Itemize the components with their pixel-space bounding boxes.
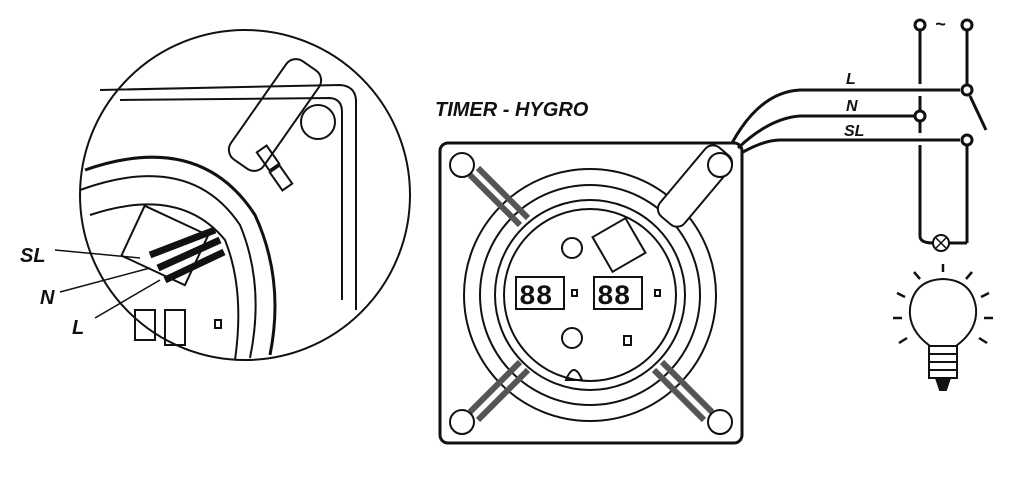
switch-blade xyxy=(968,95,988,131)
detail-label-n: N xyxy=(40,287,55,309)
ac-supply-symbol: ~ xyxy=(935,14,946,34)
wire-label-l: L xyxy=(846,71,856,88)
timer-display-digits: 88 xyxy=(519,282,553,313)
light-bulb-icon xyxy=(893,264,993,391)
fan-unit xyxy=(438,141,744,445)
terminal-block xyxy=(591,216,647,274)
wire-sl xyxy=(742,138,960,154)
wire-label-sl: SL xyxy=(844,123,864,140)
detail-magnifier xyxy=(54,29,411,361)
screw-hole xyxy=(300,104,336,140)
supply-terminal xyxy=(960,18,974,32)
detail-label-sl: SL xyxy=(20,245,46,267)
timer-display xyxy=(515,276,565,310)
magnifier-circle xyxy=(79,29,411,361)
wire-n xyxy=(736,114,915,150)
fan-faceplate xyxy=(438,141,744,445)
corner-screw-icon xyxy=(449,152,475,178)
corner-screw-icon xyxy=(449,409,475,435)
supply-terminal xyxy=(913,18,927,32)
wire-l xyxy=(730,88,960,144)
corner-screw-icon xyxy=(707,409,733,435)
clip-bracket xyxy=(227,58,323,172)
diagram-title: TIMER - HYGRO xyxy=(435,99,589,121)
humidity-display-digits: 88 xyxy=(597,282,631,313)
wiring xyxy=(730,18,988,252)
humidity-display xyxy=(593,276,643,310)
detail-label-l: L xyxy=(72,317,84,339)
terminal-block xyxy=(120,204,210,287)
wire-label-n: N xyxy=(846,98,858,115)
